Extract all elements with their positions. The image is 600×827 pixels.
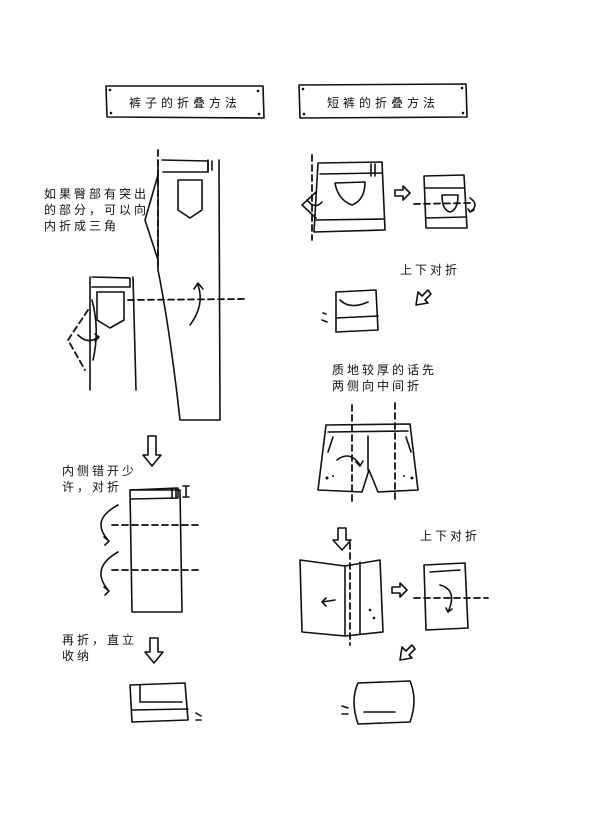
- note-line: 内侧错开少: [62, 464, 138, 478]
- note-line: 质地较厚的话先: [332, 363, 438, 377]
- pants-section-title: 裤子的折叠方法: [128, 96, 241, 110]
- shorts-step1: [301, 154, 386, 241]
- pants-stored: [129, 682, 202, 723]
- arrow-down-3: [332, 527, 352, 551]
- store-note: 再折，直立 收纳: [62, 632, 137, 664]
- arrow-right-1: [394, 185, 411, 201]
- arrow-right-2: [391, 582, 408, 598]
- note-line: 许，对折: [62, 480, 123, 494]
- note-line: 收纳: [62, 649, 93, 663]
- shorts-step4: [317, 402, 419, 503]
- half-fold-note-2: 上下对折: [420, 529, 481, 543]
- note-line: 内折成三角: [44, 219, 120, 233]
- note-line: 的部分，可以向: [44, 203, 150, 217]
- arrow-down-2: [144, 637, 164, 664]
- arrow-diag-1: [415, 289, 432, 306]
- shorts-step2: [413, 174, 476, 229]
- thick-fabric-note: 质地较厚的话先 两侧向中间折: [332, 362, 437, 394]
- pants-side-view: [127, 149, 246, 421]
- hip-fold-note: 如果臀部有突出 的部分，可以向 内折成三角: [44, 186, 149, 234]
- note-line: 再折，直立: [62, 633, 138, 647]
- shorts-step6: [413, 562, 489, 631]
- arrow-diag-2: [399, 644, 416, 661]
- pants-folded-half: [100, 485, 199, 613]
- pants-hip-fold: [67, 276, 137, 391]
- half-fold-note-1: 上下对折: [400, 263, 461, 277]
- shorts-step3: [321, 289, 379, 333]
- note-line: 两侧向中间折: [332, 379, 423, 393]
- shorts-title-box: [298, 83, 468, 119]
- shorts-stored: [341, 680, 415, 725]
- note-line: 如果臀部有突出: [44, 187, 150, 201]
- arrow-down-1: [142, 435, 162, 467]
- offset-fold-note: 内侧错开少 许，对折: [62, 463, 137, 495]
- shorts-step5: [299, 542, 384, 646]
- shorts-section-title: 短裤的折叠方法: [326, 96, 439, 110]
- pants-title-box: [105, 85, 265, 119]
